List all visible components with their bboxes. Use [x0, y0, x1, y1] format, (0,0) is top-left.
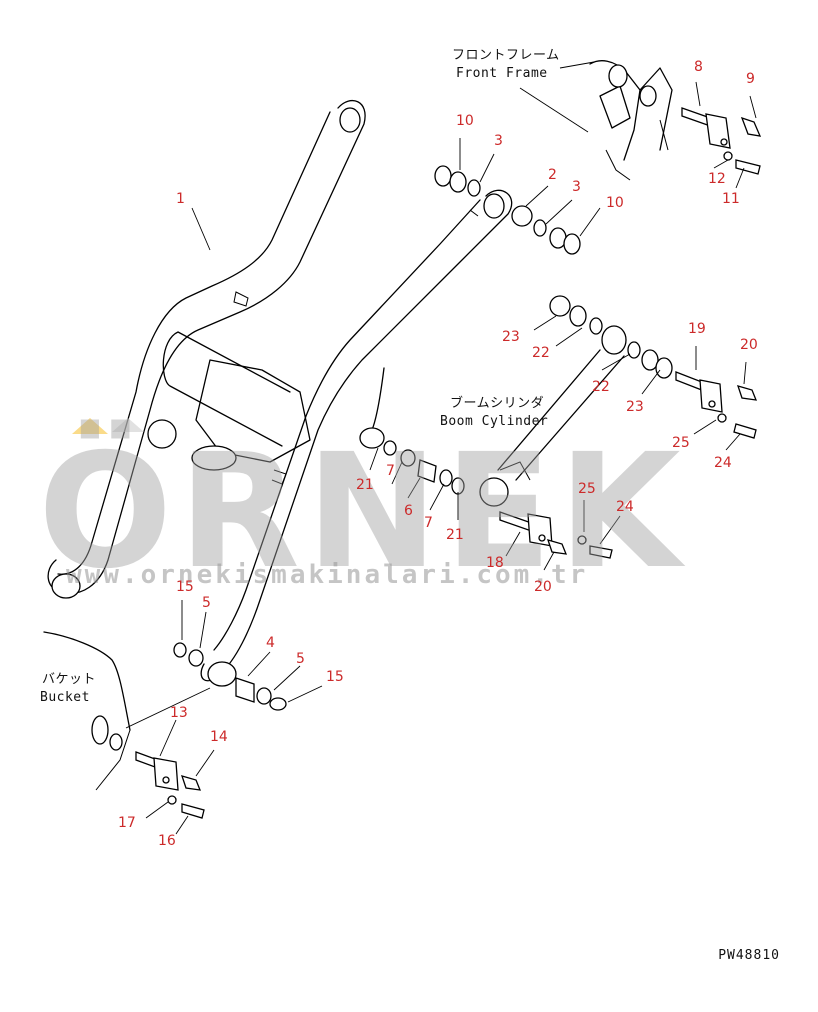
callout-25-top: 25 [672, 435, 690, 451]
callout-5-right: 5 [296, 651, 305, 667]
boom-cylinder-label-en: Boom Cylinder [440, 414, 549, 429]
bucket-linkage [43, 631, 287, 819]
callout-11: 11 [722, 191, 740, 207]
callout-22-right: 22 [592, 379, 610, 395]
callout-1: 1 [176, 191, 185, 207]
watermark-accent-orange [72, 418, 108, 434]
callout-10-top: 10 [456, 113, 474, 129]
boom-cylinder-label-jp: ブームシリンダ [450, 396, 545, 411]
pin-8 [681, 107, 762, 149]
callout-3-right: 3 [572, 179, 581, 195]
callout-19: 19 [688, 321, 706, 337]
callout-5-left: 5 [202, 595, 211, 611]
callout-14: 14 [210, 729, 228, 745]
callout-16: 16 [158, 833, 176, 849]
bucket-label-jp: バケット [42, 672, 97, 687]
boom-cylinder [359, 325, 627, 507]
bucket-label-en: Bucket [40, 690, 90, 705]
callout-23-right: 23 [626, 399, 644, 415]
callout-4: 4 [266, 635, 275, 651]
callout-18: 18 [486, 555, 504, 571]
callout-3-top: 3 [494, 133, 503, 149]
watermark-brand: ÖRNEK [38, 420, 687, 604]
callout-17: 17 [118, 815, 136, 831]
callout-24-top: 24 [714, 455, 732, 471]
callout-7-right: 7 [424, 515, 433, 531]
drawing-code: PW48810 [718, 948, 780, 963]
callout-22-left: 22 [532, 345, 550, 361]
lower-right-parts [499, 511, 613, 559]
callout-20-bottom: 20 [534, 579, 552, 595]
callout-9: 9 [746, 71, 755, 87]
front-frame [519, 60, 673, 181]
watermark-accent-gray [112, 418, 144, 432]
callout-25-bottom: 25 [578, 481, 596, 497]
washers-top [434, 151, 761, 255]
front-frame-label-en: Front Frame [456, 66, 548, 81]
front-frame-label-jp: フロントフレーム [452, 48, 560, 63]
callout-15-left: 15 [176, 579, 194, 595]
callout-20-top: 20 [740, 337, 758, 353]
left-boom-arm [47, 99, 366, 599]
callout-21-right: 21 [446, 527, 464, 543]
callout-21-left: 21 [356, 477, 374, 493]
callout-6: 6 [404, 503, 413, 519]
callout-15-right: 15 [326, 669, 344, 685]
watermark-url: www.ornekismakinalari.com.tr [66, 560, 589, 590]
callout-7-left: 7 [386, 463, 395, 479]
cross-tube [147, 291, 311, 471]
callout-24-bottom: 24 [616, 499, 634, 515]
callout-23-left: 23 [502, 329, 520, 345]
callout-12: 12 [708, 171, 726, 187]
right-boom-arm [200, 189, 513, 687]
callout-2: 2 [548, 167, 557, 183]
callout-13: 13 [170, 705, 188, 721]
leader-lines [145, 81, 757, 835]
upper-right-parts [549, 295, 758, 439]
callout-8: 8 [694, 59, 703, 75]
callout-10-right: 10 [606, 195, 624, 211]
